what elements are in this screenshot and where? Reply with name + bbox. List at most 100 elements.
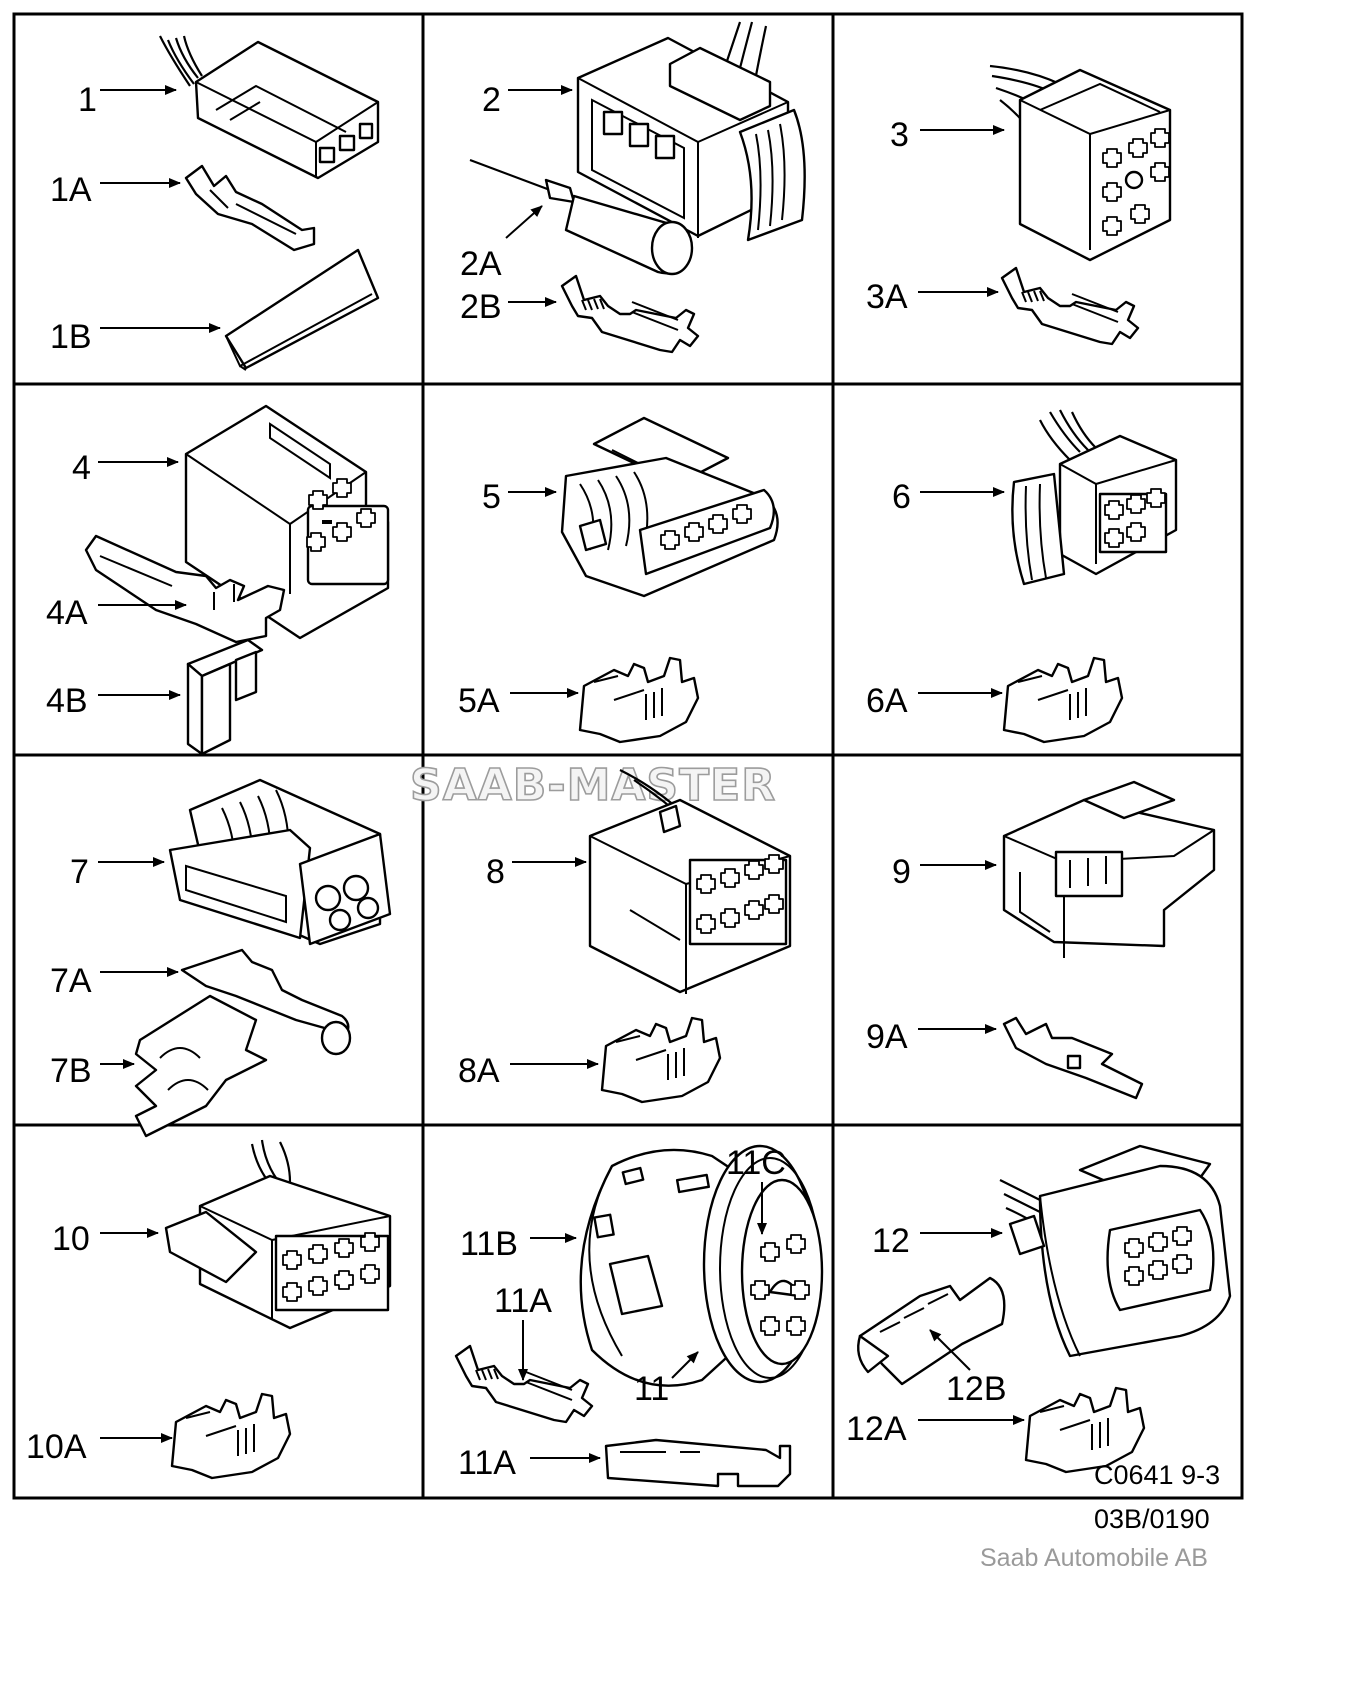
label-10A: 10A — [26, 1428, 87, 1466]
label-2B: 2B — [460, 288, 502, 326]
label-3A: 3A — [866, 278, 908, 316]
connector-4-drawing — [184, 404, 390, 640]
label-5A: 5A — [458, 682, 500, 720]
seal-2A-drawing — [469, 158, 694, 276]
callout-2B: 2B — [460, 288, 557, 326]
terminal-3A-drawing — [1000, 266, 1140, 346]
terminal-2B-drawing — [560, 274, 700, 354]
callout-5: 5 — [482, 478, 557, 516]
callout-11A-1: 11A — [494, 1282, 552, 1381]
callout-11B: 11B — [460, 1225, 577, 1263]
callout-12A: 12A — [846, 1410, 1025, 1448]
label-7B: 7B — [50, 1052, 92, 1090]
label-2: 2 — [482, 81, 501, 119]
label-4A: 4A — [46, 594, 88, 632]
callout-3A: 3A — [866, 278, 999, 316]
label-12B: 12B — [946, 1370, 1007, 1408]
cell-1: 1 1A 1B — [50, 35, 380, 371]
lock-7B-drawing — [134, 994, 268, 1138]
terminal-6A-drawing — [1002, 656, 1124, 744]
terminal-7A-drawing — [180, 948, 352, 1056]
callout-7: 7 — [70, 853, 165, 891]
label-10: 10 — [52, 1220, 90, 1258]
label-8: 8 — [486, 853, 505, 891]
cell-11: 11 11A 11A 11B 11C — [454, 1144, 824, 1488]
label-2A: 2A — [460, 245, 502, 283]
label-8A: 8A — [458, 1052, 500, 1090]
cell-4: 4 4A 4B — [46, 404, 390, 756]
cell-12: 12 12A 12B — [846, 1144, 1232, 1474]
grid-frame — [12, 12, 1244, 1500]
drawing-code: C0641 9-3 — [1094, 1460, 1220, 1490]
callout-7A: 7A — [50, 962, 179, 1000]
callout-4: 4 — [72, 449, 179, 487]
label-7A: 7A — [50, 962, 92, 1000]
copyright-notice: Saab Automobile AB — [980, 1544, 1208, 1572]
cell-3: 3 3A — [866, 64, 1172, 346]
cell-9: 9 9A — [866, 780, 1216, 1100]
connector-10-drawing — [164, 1174, 392, 1330]
seal-1B-drawing — [224, 248, 380, 371]
callout-12: 12 — [872, 1222, 1003, 1260]
connector-3-drawing — [1018, 68, 1172, 262]
cell-8: 8 8A — [458, 769, 792, 1104]
terminal-11A-bottom-drawing — [604, 1438, 792, 1488]
label-1: 1 — [78, 81, 97, 119]
callout-1A: 1A — [50, 171, 181, 209]
connector-1-drawing — [194, 40, 380, 180]
connector-11-drawing — [579, 1144, 824, 1387]
callout-11A-2: 11A — [458, 1444, 601, 1482]
cell-2: 2 2A 2B — [460, 21, 806, 354]
callout-2A: 2A — [460, 205, 543, 283]
callout-8A: 8A — [458, 1052, 599, 1090]
watermark: SAAB-MASTER — [410, 760, 776, 811]
callout-1: 1 — [78, 81, 177, 119]
connector-2-drawing — [576, 36, 806, 242]
callout-2: 2 — [482, 81, 573, 119]
callout-1B: 1B — [50, 318, 221, 356]
callout-10A: 10A — [26, 1428, 173, 1466]
callout-9: 9 — [892, 853, 997, 891]
label-9A: 9A — [866, 1018, 908, 1056]
label-6: 6 — [892, 478, 911, 516]
label-9: 9 — [892, 853, 911, 891]
callout-6: 6 — [892, 478, 1005, 516]
terminal-5A-drawing — [578, 656, 700, 744]
callout-11: 11 — [634, 1351, 699, 1408]
label-12: 12 — [872, 1222, 910, 1260]
callout-10: 10 — [52, 1220, 159, 1258]
terminal-10A-drawing — [170, 1392, 292, 1480]
label-11A-1: 11A — [494, 1282, 552, 1320]
label-11: 11 — [634, 1370, 669, 1408]
connector-12-drawing — [1008, 1144, 1232, 1358]
callout-12B: 12B — [929, 1329, 1007, 1408]
cell-6: 6 6A — [866, 409, 1178, 744]
connector-7-drawing — [168, 778, 392, 946]
label-1A: 1A — [50, 171, 92, 209]
label-11B: 11B — [460, 1225, 518, 1263]
callout-4A: 4A — [46, 594, 187, 632]
terminal-8A-drawing — [600, 1016, 722, 1104]
callout-8: 8 — [486, 853, 587, 891]
connector-6-drawing — [1011, 434, 1178, 586]
callout-7B: 7B — [50, 1052, 135, 1090]
label-5: 5 — [482, 478, 501, 516]
label-11C: 11C — [726, 1144, 786, 1182]
label-6A: 6A — [866, 682, 908, 720]
callout-9A: 9A — [866, 1018, 997, 1056]
terminal-1A-drawing — [184, 164, 316, 252]
callout-5A: 5A — [458, 682, 579, 720]
connector-9-drawing — [1002, 780, 1216, 958]
reference-number: 03B/0190 — [1094, 1504, 1210, 1534]
cell-5: 5 5A — [458, 416, 779, 744]
cell-10: 10 10A — [26, 1139, 392, 1480]
label-11A-2: 11A — [458, 1444, 516, 1482]
connector-8-drawing — [588, 798, 792, 994]
label-3: 3 — [890, 116, 909, 154]
callout-6A: 6A — [866, 682, 1003, 720]
terminal-4A-drawing — [84, 534, 286, 644]
lock-4B-drawing — [186, 638, 264, 756]
label-12A: 12A — [846, 1410, 907, 1448]
cell-7: 7 7A 7B — [50, 778, 392, 1138]
